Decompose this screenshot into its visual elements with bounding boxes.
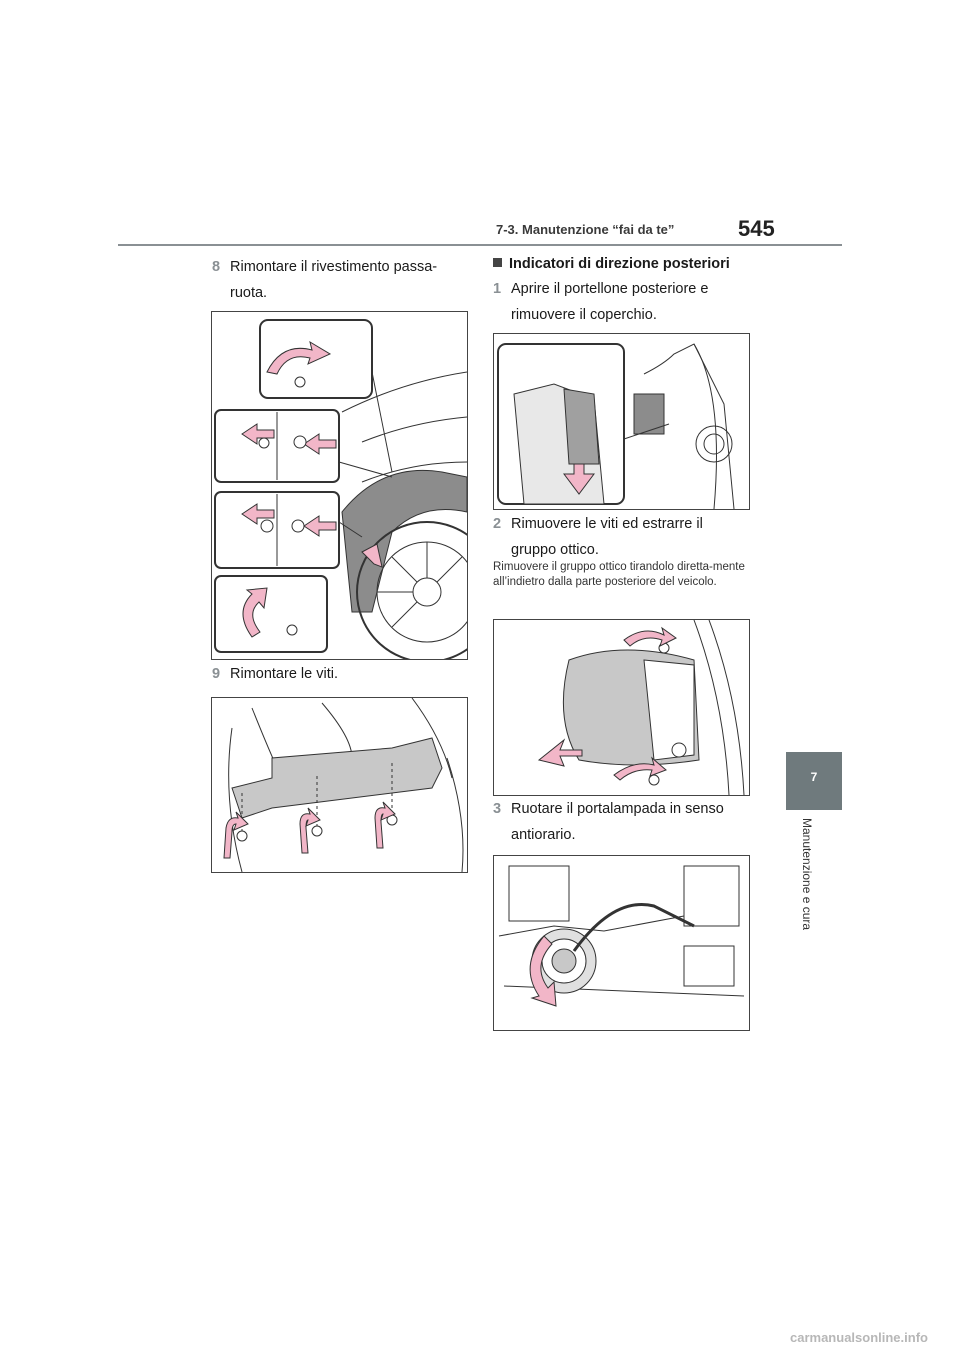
watermark: carmanualsonline.info: [790, 1330, 928, 1345]
step-number: 1: [493, 281, 502, 297]
header-rule: [118, 244, 842, 246]
step-number: 9: [212, 666, 221, 682]
figure-under-cover-screws: [211, 697, 468, 873]
step-number: 8: [212, 259, 221, 275]
step-text: Rimuovere le viti ed estrarre il gruppo …: [511, 516, 703, 558]
page-number: 545: [738, 216, 775, 241]
step-number: 2: [493, 516, 502, 532]
heading-bullet: [493, 258, 502, 267]
step-text: Rimontare il rivestimento passa-ruota.: [230, 259, 438, 301]
step-text: Aprire il portellone posteriore e rimuov…: [511, 281, 709, 323]
step-9: 9 Rimontare le viti.: [212, 661, 452, 687]
chapter-title: Manutenzione e cura: [800, 818, 814, 931]
step-text: Rimontare le viti.: [230, 666, 338, 682]
section-title: 7-3. Manutenzione “fai da te”: [496, 222, 675, 237]
section-heading: Indicatori di direzione posteriori: [493, 256, 730, 272]
chapter-number: 7: [810, 770, 818, 784]
step-number: 3: [493, 801, 502, 817]
figure-light-assembly: [493, 619, 750, 796]
heading-text: Indicatori di direzione posteriori: [509, 256, 730, 272]
figure-bulb-socket: [493, 855, 750, 1031]
step-text: Ruotare il portalampada in senso antiora…: [511, 801, 724, 843]
step-8: 8 Rimontare il rivestimento passa-ruota.: [212, 254, 452, 306]
figure-wheel-liner: [211, 311, 468, 660]
chapter-tab: 7: [786, 752, 842, 810]
step-1: 1 Aprire il portellone posteriore e rimu…: [493, 276, 733, 328]
figure-tailgate-cover: [493, 333, 750, 510]
step-3: 3 Ruotare il portalampada in senso antio…: [493, 796, 733, 848]
step-2: 2 Rimuovere le viti ed estrarre il grupp…: [493, 511, 733, 563]
step-2-note: Rimuovere il gruppo ottico tirandolo dir…: [493, 561, 745, 588]
